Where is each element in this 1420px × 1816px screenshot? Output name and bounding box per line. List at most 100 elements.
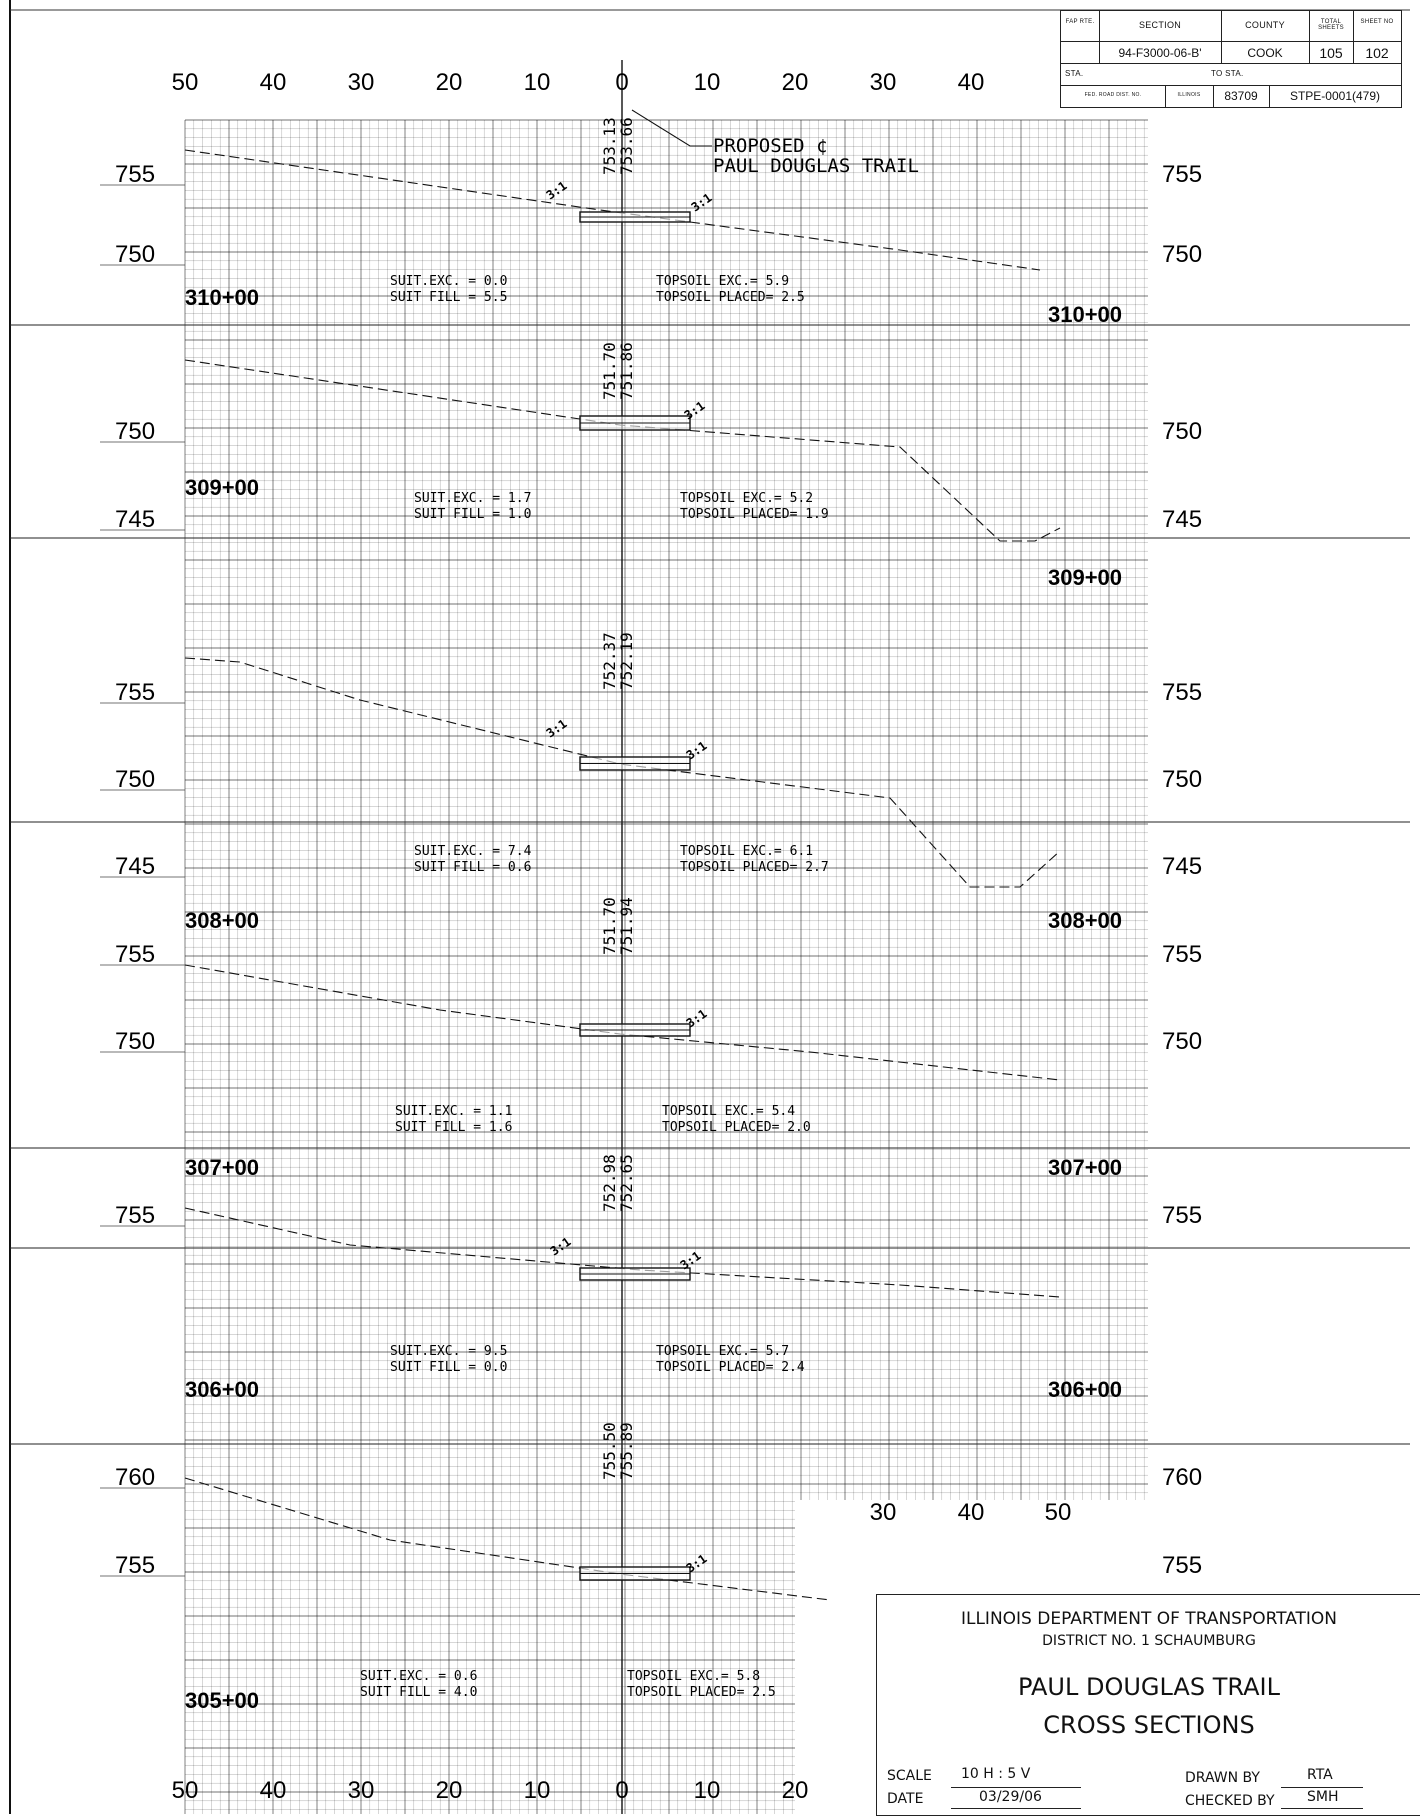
offset-label-top: 0 bbox=[615, 69, 628, 96]
offset-label-top: 30 bbox=[870, 69, 897, 96]
callout-line-2: PAUL DOUGLAS TRAIL bbox=[713, 155, 919, 177]
project-number: STPE-0001(479) bbox=[1289, 89, 1381, 103]
topsoil-placed-text: TOPSOIL PLACED= 2.5 bbox=[656, 290, 805, 305]
suit-fill-text: SUIT FILL = 0.0 bbox=[390, 1360, 507, 1375]
sheet-no-label: SHEET NO bbox=[1360, 19, 1394, 25]
offset-label-top: 30 bbox=[348, 69, 375, 96]
station-label-right: 310+00 bbox=[1048, 302, 1122, 327]
elevation-label-right: 760 bbox=[1162, 1464, 1202, 1491]
suit-fill-text: SUIT FILL = 5.5 bbox=[390, 290, 507, 305]
station-label-right: 309+00 bbox=[1048, 565, 1122, 590]
sta-label: STA. bbox=[1065, 69, 1084, 78]
offset-label-bottom: 50 bbox=[172, 1777, 199, 1804]
contract-number: 83709 bbox=[1224, 89, 1258, 103]
suit-exc-text: SUIT.EXC. = 1.1 bbox=[395, 1104, 512, 1119]
fed-road-dist-label: FED. ROAD DIST. NO. bbox=[1084, 92, 1142, 98]
existing-ground-line bbox=[184, 657, 1061, 888]
proposed-elevation: 752.65 bbox=[617, 1154, 636, 1212]
elevation-label-left: 750 bbox=[115, 1028, 155, 1055]
elevation-label-right: 755 bbox=[1162, 1202, 1202, 1229]
scale-label: SCALE bbox=[887, 1768, 932, 1784]
callout-line-1: PROPOSED ¢ bbox=[713, 135, 827, 157]
topsoil-exc-text: TOPSOIL EXC.= 5.9 bbox=[656, 274, 789, 289]
topsoil-placed-text: TOPSOIL PLACED= 2.5 bbox=[627, 1685, 776, 1700]
proposed-elevation: 752.19 bbox=[617, 632, 636, 690]
existing-elevation: 755.50 bbox=[600, 1422, 619, 1480]
elevation-label-left: 760 bbox=[115, 1464, 155, 1491]
elevation-label-right: 750 bbox=[1162, 766, 1202, 793]
existing-ground-line bbox=[184, 359, 1061, 542]
offset-label-mid: 50 bbox=[1045, 1499, 1072, 1526]
drawn-by-label: DRAWN BY bbox=[1185, 1770, 1260, 1786]
elevation-label-right: 755 bbox=[1162, 161, 1202, 188]
drawing-subtitle: CROSS SECTIONS bbox=[1043, 1711, 1255, 1739]
state-label: ILLINOIS bbox=[1177, 92, 1201, 98]
elevation-label-left: 755 bbox=[115, 679, 155, 706]
station-label-left: 306+00 bbox=[185, 1377, 259, 1402]
section-band-lines bbox=[10, 324, 1410, 1445]
offset-label-bottom: 0 bbox=[615, 1777, 628, 1804]
proposed-elevation: 751.86 bbox=[617, 342, 636, 400]
elevation-label-left: 745 bbox=[115, 853, 155, 880]
elevation-label-right: 750 bbox=[1162, 241, 1202, 268]
offset-label-bottom: 10 bbox=[694, 1777, 721, 1804]
district-name: DISTRICT NO. 1 SCHAUMBURG bbox=[1042, 1633, 1256, 1649]
suit-fill-text: SUIT FILL = 1.6 bbox=[395, 1120, 512, 1135]
offset-label-bottom: 20 bbox=[782, 1777, 809, 1804]
date-value: 03/29/06 bbox=[979, 1789, 1042, 1805]
to-sta-label: TO STA. bbox=[1211, 69, 1244, 78]
date-label: DATE bbox=[887, 1791, 924, 1807]
offset-label-top: 10 bbox=[524, 69, 551, 96]
suit-fill-text: SUIT FILL = 1.0 bbox=[414, 507, 531, 522]
elevation-label-right: 750 bbox=[1162, 1028, 1202, 1055]
callout-leader bbox=[631, 109, 712, 147]
elevation-label-right: 745 bbox=[1162, 853, 1202, 880]
existing-ground-line bbox=[184, 1207, 1061, 1298]
offset-label-top: 10 bbox=[694, 69, 721, 96]
proposed-elevation: 751.94 bbox=[617, 897, 636, 955]
existing-elevation: 751.70 bbox=[600, 897, 619, 955]
offset-label-top: 40 bbox=[958, 69, 985, 96]
offset-label-bottom: 20 bbox=[436, 1777, 463, 1804]
elevation-label-right: 755 bbox=[1162, 941, 1202, 968]
fap-rte-label: FAP RTE. bbox=[1065, 19, 1095, 25]
county-value: COOK bbox=[1247, 46, 1283, 60]
suit-exc-text: SUIT.EXC. = 0.6 bbox=[360, 1669, 477, 1684]
elevation-label-left: 755 bbox=[115, 1552, 155, 1579]
agency-name: ILLINOIS DEPARTMENT OF TRANSPORTATION bbox=[960, 1609, 1338, 1629]
station-label-left: 305+00 bbox=[185, 1688, 259, 1713]
elevation-label-left: 745 bbox=[115, 506, 155, 533]
station-label-right: 308+00 bbox=[1048, 908, 1122, 933]
suit-fill-text: SUIT FILL = 0.6 bbox=[414, 860, 531, 875]
header-block: FAP RTE. SECTION COUNTY TOTAL SHEETS SHE… bbox=[1060, 10, 1402, 108]
title-block: ILLINOIS DEPARTMENT OF TRANSPORTATION DI… bbox=[876, 1594, 1420, 1816]
elevation-label-right: 750 bbox=[1162, 418, 1202, 445]
proposed-elevation: 755.89 bbox=[617, 1422, 636, 1480]
elevation-label-right: 755 bbox=[1162, 1552, 1202, 1579]
existing-ground-line bbox=[184, 1477, 831, 1601]
suit-fill-text: SUIT FILL = 4.0 bbox=[360, 1685, 477, 1700]
topsoil-exc-text: TOPSOIL EXC.= 6.1 bbox=[680, 844, 813, 859]
topsoil-exc-text: TOPSOIL EXC.= 5.4 bbox=[662, 1104, 795, 1119]
offset-label-top: 50 bbox=[172, 69, 199, 96]
station-label-left: 310+00 bbox=[185, 285, 259, 310]
scale-value: 10 H : 5 V bbox=[961, 1766, 1031, 1782]
drawn-by-value: RTA bbox=[1307, 1767, 1333, 1783]
elevation-label-left: 750 bbox=[115, 766, 155, 793]
offset-label-top: 20 bbox=[436, 69, 463, 96]
suit-exc-text: SUIT.EXC. = 7.4 bbox=[414, 844, 532, 859]
section-label: SECTION bbox=[1138, 20, 1182, 30]
topsoil-exc-text: TOPSOIL EXC.= 5.8 bbox=[627, 1669, 760, 1684]
existing-ground-line bbox=[184, 149, 1041, 271]
offset-label-top: 40 bbox=[260, 69, 287, 96]
slope-label-left: 3:1 bbox=[544, 717, 570, 741]
station-label-right: 307+00 bbox=[1048, 1155, 1122, 1180]
sheet-no-value: 102 bbox=[1365, 45, 1389, 61]
elevation-label-left: 755 bbox=[115, 941, 155, 968]
section-value: 94-F3000-06-B' bbox=[1118, 46, 1202, 60]
existing-elevation: 752.98 bbox=[600, 1154, 619, 1212]
topsoil-placed-text: TOPSOIL PLACED= 1.9 bbox=[680, 507, 829, 522]
elevation-label-right: 745 bbox=[1162, 506, 1202, 533]
